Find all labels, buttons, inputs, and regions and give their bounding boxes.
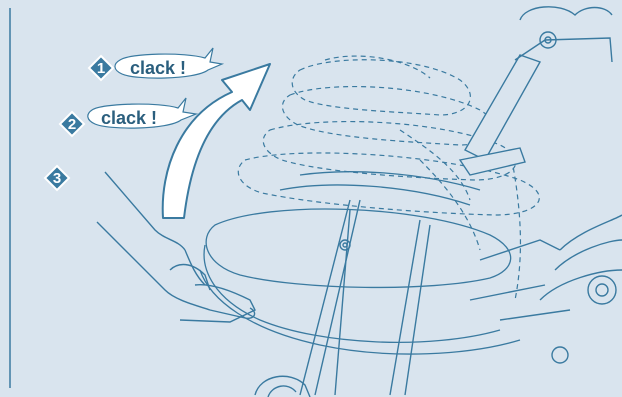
step-2-callout-text: clack ! [101, 108, 157, 128]
seat-motion-ghosts [238, 56, 539, 300]
step-1-callout: clack ! [115, 48, 222, 78]
step-2-marker: 2 [60, 112, 84, 136]
step-1-callout-text: clack ! [130, 58, 186, 78]
step-1-marker: 1 [89, 56, 113, 80]
stroller-seat-solid [200, 172, 520, 354]
step-2-number: 2 [68, 116, 76, 133]
step-2-callout: clack ! [88, 98, 196, 128]
stroller-frame [255, 7, 622, 397]
step-3-number: 3 [53, 170, 61, 187]
curved-up-arrow-icon [163, 64, 270, 218]
step-3-marker: 3 [45, 166, 69, 190]
step-1-number: 1 [97, 60, 105, 77]
